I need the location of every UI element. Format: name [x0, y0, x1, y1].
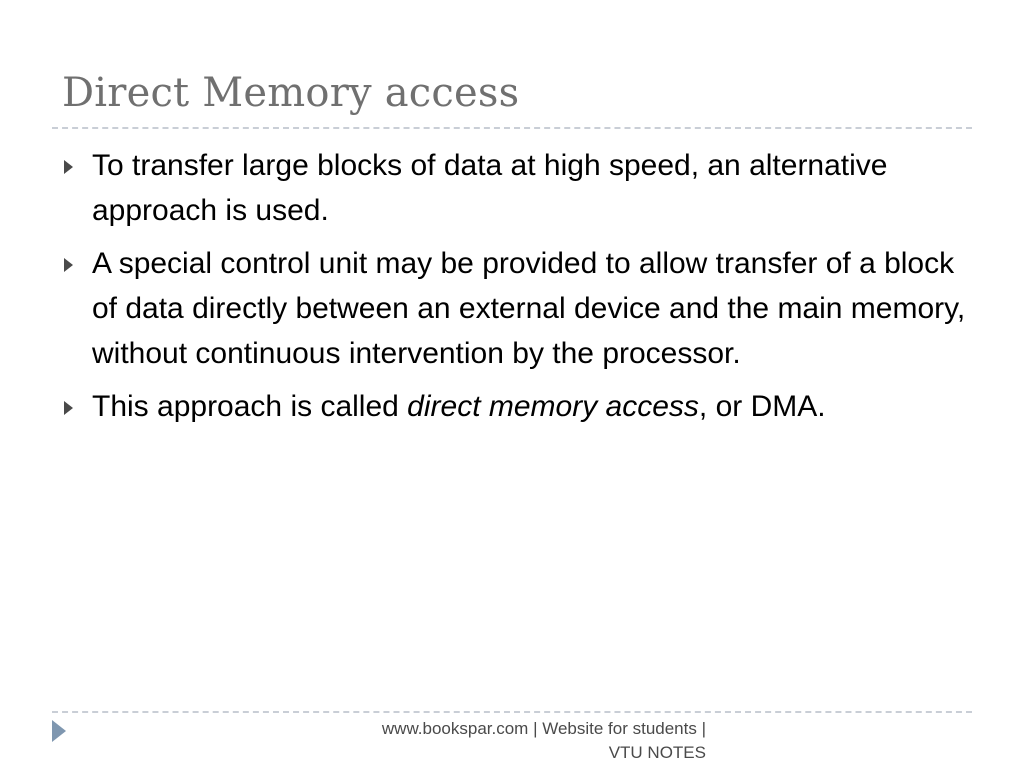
bullet-text-prefix: This approach is called — [92, 390, 408, 423]
footer-divider — [52, 711, 972, 713]
title-divider — [52, 127, 972, 129]
bullet-triangle-icon — [64, 401, 73, 415]
bullet-text-suffix: , or DMA. — [698, 390, 826, 423]
bullet-text: A special control unit may be provided t… — [92, 247, 966, 370]
bullet-text-emphasis: direct memory access — [407, 390, 699, 423]
footer-text: www.bookspar.com | Website for students … — [330, 717, 706, 765]
footer-line-1: www.bookspar.com | Website for students … — [381, 719, 706, 738]
bullet-triangle-icon — [64, 160, 73, 174]
bullet-item: A special control unit may be provided t… — [60, 241, 970, 376]
bullet-item: To transfer large blocks of data at high… — [60, 143, 970, 233]
bullet-list: To transfer large blocks of data at high… — [60, 143, 970, 437]
bullet-triangle-icon — [64, 258, 73, 272]
next-slide-arrow-icon[interactable] — [52, 720, 66, 742]
bullet-text: To transfer large blocks of data at high… — [92, 149, 888, 227]
slide-title: Direct Memory access — [62, 70, 520, 116]
bullet-item: This approach is called direct memory ac… — [60, 384, 970, 429]
footer-line-2: VTU NOTES — [608, 743, 706, 762]
